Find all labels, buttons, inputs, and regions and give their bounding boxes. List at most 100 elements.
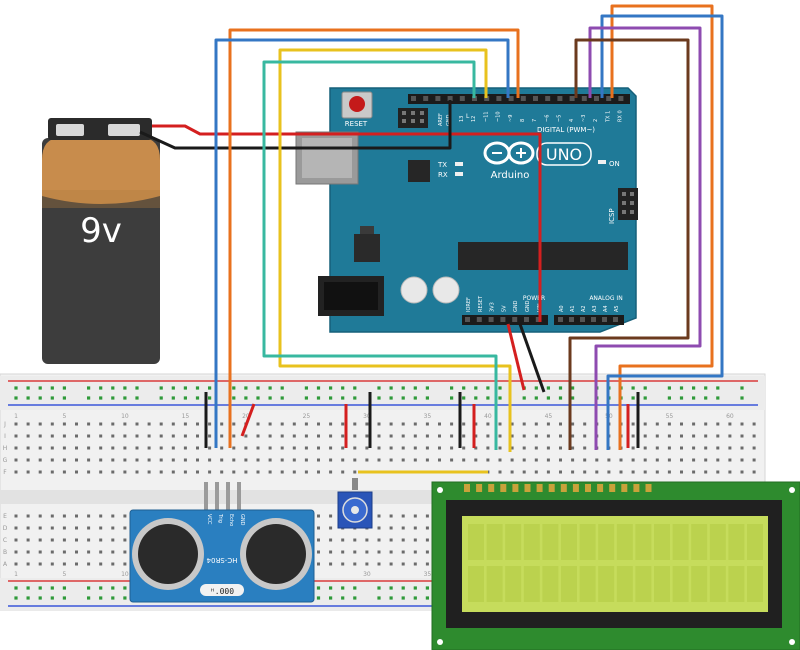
power-pin-label: 3V3 — [490, 302, 496, 312]
breadboard-hole — [159, 446, 163, 450]
breadboard-hole — [462, 434, 466, 438]
digital-pin-label: ~9 — [508, 115, 514, 122]
breadboard-hole — [716, 470, 720, 474]
breadboard-hole — [208, 446, 212, 450]
breadboard-hole — [87, 538, 91, 542]
breadboard-hole — [740, 446, 744, 450]
rail-hole — [111, 596, 115, 600]
breadboard-hole — [220, 446, 224, 450]
breadboard-hole — [341, 550, 345, 554]
breadboard-hole — [280, 470, 284, 474]
breadboard-hole — [123, 446, 127, 450]
breadboard-hole — [728, 434, 732, 438]
breadboard-hole — [353, 458, 357, 462]
analog-pin-label: A0 — [559, 305, 565, 312]
breadboard-hole — [232, 422, 236, 426]
rail-hole — [377, 596, 381, 600]
rail-hole — [123, 386, 127, 390]
breadboard-hole — [304, 458, 308, 462]
breadboard-hole — [14, 562, 18, 566]
breadboard-hole — [692, 434, 696, 438]
breadboard-hole — [38, 550, 42, 554]
icsp-pin — [630, 210, 634, 214]
breadboard-hole — [595, 470, 599, 474]
rail-hole — [171, 386, 175, 390]
rail-hole — [413, 386, 417, 390]
analog-pin-label: A3 — [592, 305, 598, 312]
column-number: 35 — [424, 413, 432, 420]
breadboard-hole — [353, 550, 357, 554]
rail-hole — [50, 596, 54, 600]
breadboard-hole — [353, 470, 357, 474]
lcd-char-cell — [654, 524, 670, 560]
breadboard-hole — [208, 470, 212, 474]
breadboard-hole — [692, 422, 696, 426]
breadboard-hole — [256, 470, 260, 474]
analog-label: ANALOG IN — [589, 295, 622, 302]
lcd-char-cell — [542, 566, 559, 602]
breadboard-hole — [123, 538, 127, 542]
rail-hole — [571, 396, 575, 400]
breadboard-hole — [111, 514, 115, 518]
lcd-char-cell — [579, 566, 596, 602]
lcd-char-cell — [691, 524, 708, 560]
rail-hole — [401, 386, 405, 390]
breadboard-hole — [111, 526, 115, 530]
breadboard-hole — [716, 434, 720, 438]
breadboard-hole — [546, 422, 550, 426]
rail-hole — [14, 386, 18, 390]
breadboard-hole — [377, 458, 381, 462]
lcd-char-cell — [542, 524, 559, 560]
lcd-char-cell — [728, 566, 745, 602]
breadboard-hole — [534, 446, 538, 450]
sensor-pin — [204, 482, 208, 512]
rail-hole — [99, 586, 103, 590]
column-number: 1 — [14, 571, 18, 578]
row-letter: E — [3, 513, 7, 520]
breadboard-hole — [389, 458, 393, 462]
breadboard-hole — [450, 434, 454, 438]
digital-pin-label: TX 1 — [605, 111, 611, 123]
breadboard-hole — [643, 470, 647, 474]
rail-hole — [740, 386, 744, 390]
rail-hole — [341, 596, 345, 600]
column-number: 5 — [62, 413, 66, 420]
header-pin — [602, 317, 607, 322]
breadboard-hole — [26, 514, 30, 518]
breadboard-hole — [123, 514, 127, 518]
breadboard-hole — [425, 562, 429, 566]
breadboard-hole — [498, 458, 502, 462]
header-pin — [484, 96, 490, 101]
rail-hole — [486, 396, 490, 400]
icsp-pin — [420, 111, 424, 115]
digital-pin-label: 2 — [593, 119, 599, 122]
breadboard-hole — [534, 470, 538, 474]
breadboard-hole — [304, 422, 308, 426]
breadboard-hole — [183, 446, 187, 450]
rail-hole — [450, 396, 454, 400]
breadboard-hole — [111, 562, 115, 566]
rail-hole — [462, 386, 466, 390]
breadboard-hole — [329, 470, 333, 474]
breadboard-hole — [75, 526, 78, 530]
breadboard-hole — [583, 422, 587, 426]
rail-hole — [38, 386, 42, 390]
breadboard-hole — [571, 434, 575, 438]
digital-pin-label: ~3 — [581, 115, 587, 122]
breadboard-hole — [571, 446, 575, 450]
breadboard-hole — [317, 446, 320, 450]
breadboard-hole — [62, 458, 66, 462]
breadboard-hole — [498, 434, 502, 438]
digital-pin-label: 4 — [569, 119, 575, 122]
breadboard-hole — [631, 458, 635, 462]
breadboard-hole — [546, 470, 550, 474]
breadboard-hole — [546, 458, 550, 462]
breadboard-hole — [329, 514, 333, 518]
header-pin — [512, 317, 518, 322]
rail-hole — [401, 586, 405, 590]
breadboard-hole — [546, 434, 550, 438]
breadboard-hole — [667, 446, 671, 450]
rail-hole — [183, 386, 187, 390]
breadboard-hole — [87, 562, 91, 566]
